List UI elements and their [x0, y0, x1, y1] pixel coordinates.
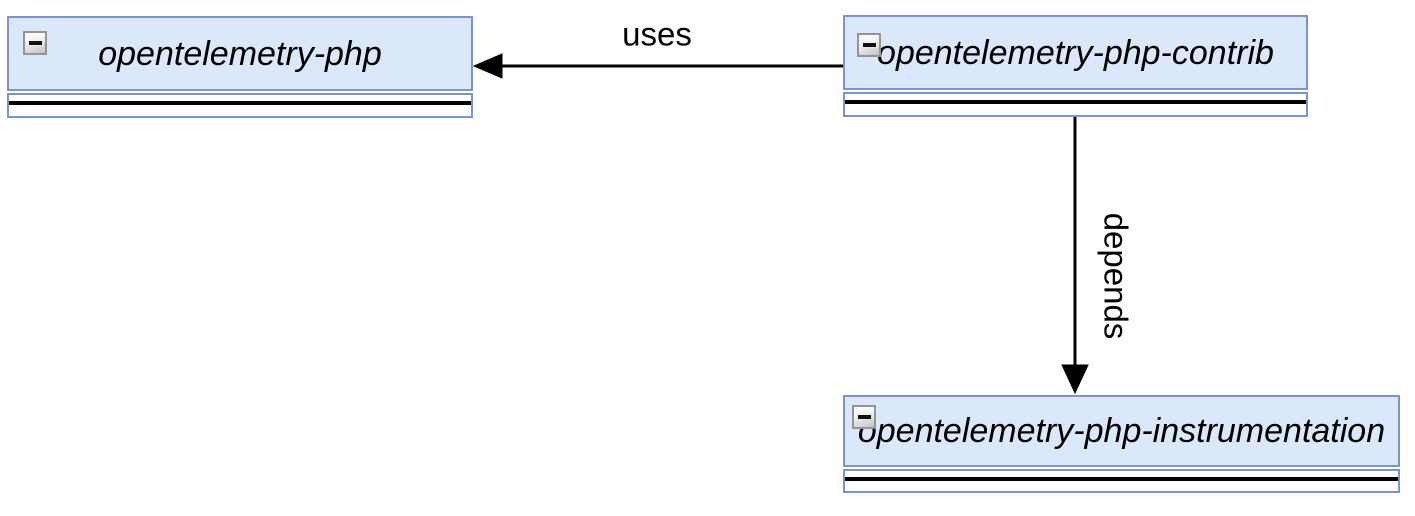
node-opentelemetry-php[interactable]: opentelemetry-php — [7, 16, 473, 118]
edge-label-uses: uses — [622, 15, 692, 53]
edge-depends-arrowhead-icon — [1061, 364, 1089, 395]
collapse-button[interactable] — [23, 31, 47, 55]
minus-icon — [857, 415, 871, 419]
minus-icon — [28, 41, 42, 45]
collapse-button[interactable] — [852, 405, 876, 429]
node-collapsed-section — [843, 469, 1400, 493]
node-collapsed-section — [7, 93, 473, 118]
edge-uses-arrowhead-icon — [472, 53, 503, 79]
node-label: opentelemetry-php-contrib — [877, 33, 1274, 72]
collapse-button[interactable] — [857, 33, 881, 57]
node-title-bar: opentelemetry-php — [7, 16, 473, 91]
edge-uses — [472, 53, 843, 79]
node-title-bar: opentelemetry-php-instrumentation — [843, 395, 1400, 467]
node-opentelemetry-php-contrib[interactable]: opentelemetry-php-contrib — [843, 15, 1308, 117]
node-collapsed-section — [843, 92, 1308, 117]
section-divider — [845, 100, 1306, 104]
node-title-bar: opentelemetry-php-contrib — [843, 15, 1308, 90]
node-opentelemetry-php-instrumentation[interactable]: opentelemetry-php-instrumentation — [843, 395, 1400, 493]
edge-depends — [1061, 117, 1089, 395]
edge-label-depends: depends — [1097, 212, 1135, 340]
node-label: opentelemetry-php — [98, 34, 382, 73]
node-label: opentelemetry-php-instrumentation — [857, 412, 1386, 450]
section-divider — [845, 477, 1398, 481]
minus-icon — [862, 43, 876, 47]
section-divider — [9, 101, 471, 105]
